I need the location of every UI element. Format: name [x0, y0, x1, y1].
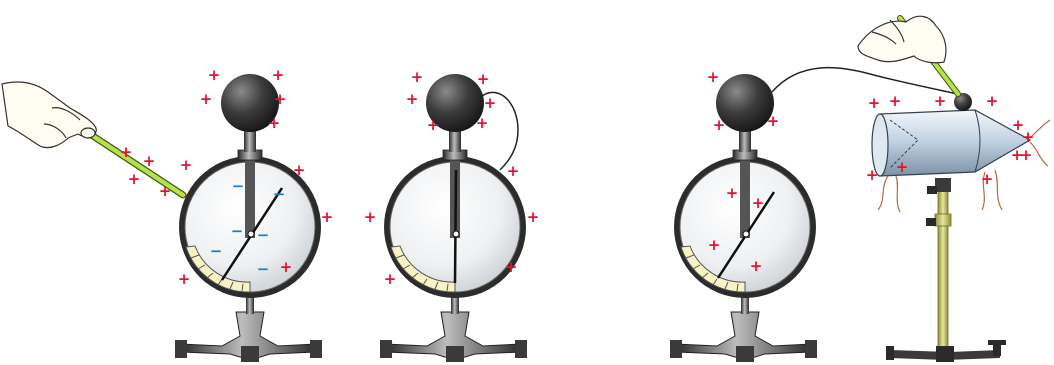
negative-charge: − — [257, 260, 270, 278]
positive-charge: + — [981, 170, 994, 188]
negative-charge: − — [273, 185, 286, 203]
positive-charge: + — [128, 170, 141, 188]
positive-charge: + — [707, 68, 720, 86]
wire — [772, 68, 958, 94]
positive-charge: + — [200, 90, 213, 108]
positive-charge: + — [208, 66, 221, 84]
positive-charge: + — [866, 166, 879, 184]
positive-charge: + — [293, 161, 306, 179]
positive-charge: + — [411, 68, 424, 86]
positive-charge: + — [280, 258, 293, 276]
needle — [455, 170, 456, 283]
positive-charge: + — [752, 194, 765, 212]
positive-charge: + — [476, 114, 489, 132]
negative-charge: − — [232, 177, 245, 195]
positive-charge: + — [159, 182, 172, 200]
positive-charge: + — [726, 184, 739, 202]
positive-charge: + — [120, 143, 133, 161]
positive-charge: + — [406, 90, 419, 108]
positive-charge: + — [868, 94, 881, 112]
electroscope-2 — [380, 74, 527, 362]
positive-charge: + — [143, 152, 156, 170]
positive-charge: + — [268, 114, 281, 132]
positive-charge: + — [507, 162, 520, 180]
hand-left — [2, 82, 96, 148]
positive-charge: + — [364, 208, 377, 226]
electroscope-1 — [175, 74, 322, 362]
positive-charge: + — [713, 116, 726, 134]
hand-right — [858, 16, 946, 63]
positive-charge: + — [321, 208, 334, 226]
electroscope-3 — [670, 68, 958, 362]
positive-charge: + — [272, 66, 285, 84]
positive-charge: + — [178, 270, 191, 288]
tripod-base — [380, 296, 527, 362]
positive-charge: + — [767, 112, 780, 130]
positive-charge: + — [889, 92, 902, 110]
positive-charge: + — [384, 270, 397, 288]
tripod-base — [670, 296, 817, 362]
positive-charge: + — [505, 258, 518, 276]
positive-charge: + — [896, 158, 909, 176]
positive-charge: + — [484, 94, 497, 112]
negative-charge: − — [210, 242, 223, 260]
positive-charge: + — [1022, 128, 1035, 146]
positive-charge: + — [477, 70, 490, 88]
positive-charge: + — [934, 92, 947, 110]
positive-charge: + — [1011, 146, 1024, 164]
negative-charge: − — [257, 226, 270, 244]
positive-charge: + — [527, 208, 540, 226]
positive-charge: + — [427, 116, 440, 134]
positive-charge: + — [750, 257, 763, 275]
positive-charge: + — [986, 92, 999, 110]
positive-charge: + — [180, 156, 193, 174]
tripod-base — [175, 296, 322, 362]
positive-charge: + — [274, 90, 287, 108]
positive-charge: + — [708, 236, 721, 254]
negative-charge: − — [231, 222, 244, 240]
